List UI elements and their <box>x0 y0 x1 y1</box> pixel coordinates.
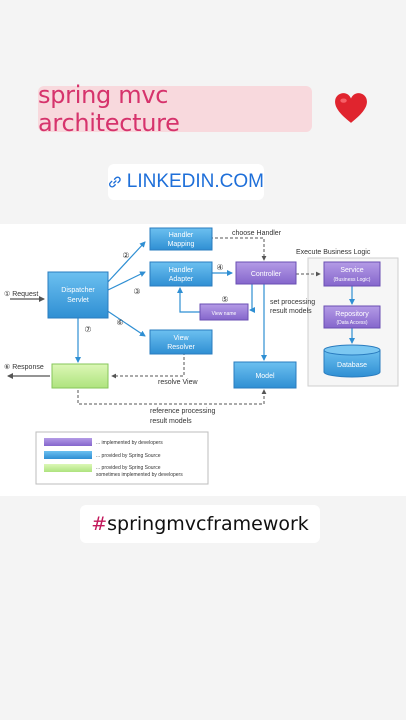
arrow-to-view-resolver <box>105 309 146 337</box>
label-choose-handler: choose Handler <box>232 230 282 237</box>
step-4: ④ <box>216 263 223 272</box>
step-5: ⑤ <box>221 295 228 304</box>
svg-text:Adapter: Adapter <box>169 276 194 283</box>
svg-text:... provided by Spring Source: ... provided by Spring Source <box>96 453 161 459</box>
box-handler-adapter: Handler Adapter <box>149 261 213 287</box>
label-reference-processing-1: reference processing <box>150 408 215 415</box>
step-7: ⑦ <box>84 325 91 334</box>
box-dispatcher-servlet: Dispatcher Servlet <box>47 271 109 319</box>
box-controller: Controller <box>235 261 297 285</box>
box-view <box>51 363 109 389</box>
box-repository: Repository (Data Access) <box>323 305 381 329</box>
linkedin-link[interactable]: LINKEDIN.COM <box>108 164 264 200</box>
label-set-processing-2: result models <box>270 308 312 315</box>
svg-text:Servlet: Servlet <box>67 297 89 304</box>
arrow-viewname-adapter <box>177 287 205 313</box>
box-handler-mapping: Handler Mapping <box>149 227 213 251</box>
svg-text:Database: Database <box>337 362 367 369</box>
page-title: spring mvc architecture <box>38 81 180 137</box>
box-view-resolver: View Resolver <box>149 329 213 355</box>
legend-swatch-blue <box>44 451 92 459</box>
arrow-choose-handler <box>200 237 267 261</box>
svg-text:Service: Service <box>340 267 363 274</box>
label-request: ① Request <box>4 290 38 298</box>
svg-text:... implemented by developers: ... implemented by developers <box>96 440 163 446</box>
label-execute-business-logic: Execute Business Logic <box>296 249 371 256</box>
database-cylinder: Database <box>323 344 381 378</box>
step-2: ② <box>122 251 129 260</box>
svg-text:Handler: Handler <box>169 267 194 274</box>
arrow-reference-processing <box>77 389 267 405</box>
svg-text:Mapping: Mapping <box>168 241 195 248</box>
arrow-resolve-view <box>111 352 185 379</box>
step-3: ③ <box>133 287 140 296</box>
hashtag-symbol: # <box>91 513 108 535</box>
svg-text:(Business Logic): (Business Logic) <box>334 277 371 283</box>
link-icon <box>109 176 121 188</box>
svg-text:Resolver: Resolver <box>167 344 195 351</box>
label-reference-processing-2: result models <box>150 418 192 425</box>
legend-swatch-green <box>44 464 92 472</box>
label-resolve-view: resolve View <box>158 379 199 386</box>
svg-text:sometimes implemented by devel: sometimes implemented by developers <box>96 472 183 478</box>
svg-text:Repository: Repository <box>335 311 369 318</box>
svg-text:View name: View name <box>212 311 237 317</box>
svg-text:... provided by Spring Source: ... provided by Spring Source <box>96 465 161 471</box>
svg-text:Dispatcher: Dispatcher <box>61 287 95 294</box>
hashtag-banner: #springmvcframework <box>80 505 320 543</box>
step-6: ⑥ <box>116 318 123 327</box>
svg-text:Handler: Handler <box>169 232 194 239</box>
box-view-name: View name <box>199 303 249 321</box>
label-set-processing-1: set processing <box>270 299 315 306</box>
svg-text:Model: Model <box>255 373 275 380</box>
title-banner: spring mvc architecture <box>38 81 312 137</box>
svg-text:View: View <box>173 335 189 342</box>
box-service: Service (Business Logic) <box>323 261 381 287</box>
legend: ... implemented by developers ... provid… <box>35 431 209 485</box>
box-model: Model <box>233 361 297 389</box>
label-response: ⑥ Response <box>4 363 44 371</box>
legend-swatch-purple <box>44 438 92 446</box>
heart-icon <box>335 93 367 123</box>
hashtag-word: springmvcframework <box>107 513 309 535</box>
svg-text:Controller: Controller <box>251 271 282 278</box>
link-text: LINKEDIN.COM <box>126 171 264 192</box>
arrow-controller-viewname <box>249 284 255 313</box>
arrow-to-mapping <box>105 241 146 285</box>
hashtag-text: #springmvcframework <box>91 513 309 535</box>
svg-text:(Data Access): (Data Access) <box>336 320 367 326</box>
arrow-to-adapter <box>107 271 146 291</box>
architecture-diagram: Execute Business Logic Handler <box>0 224 406 496</box>
